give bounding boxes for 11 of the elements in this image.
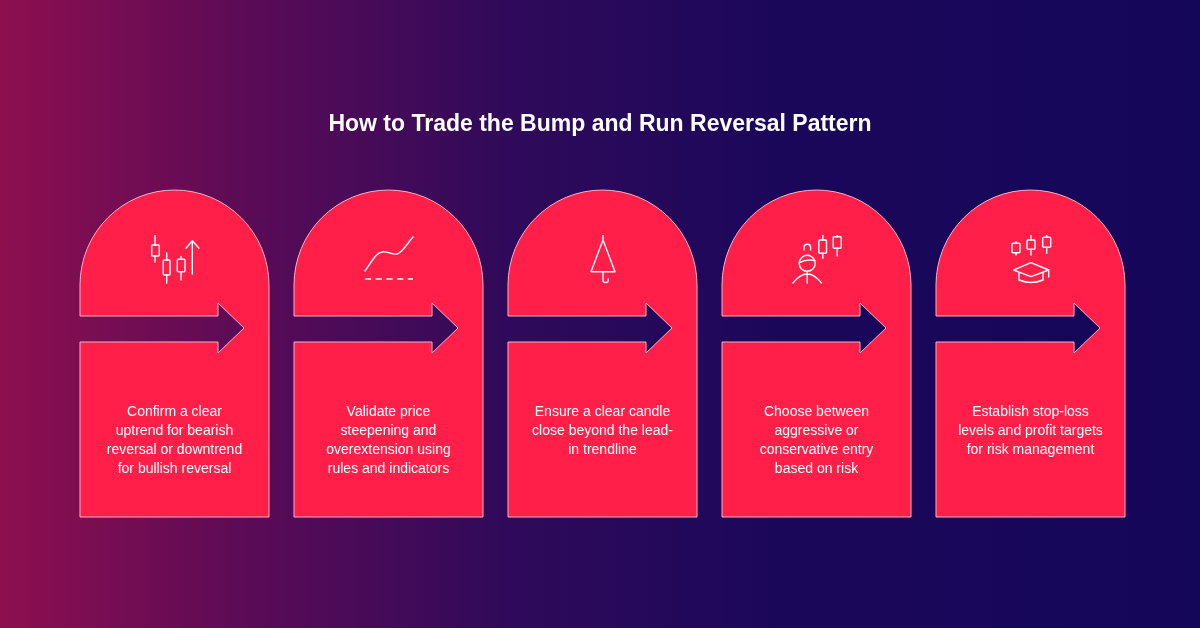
arch-card xyxy=(294,190,483,517)
step-text: Confirm a clear uptrend for bearish reversal or downtrend for bullish reversal xyxy=(105,402,244,478)
title: How to Trade the Bump and Run Reversal Pattern xyxy=(328,109,872,138)
arch-card xyxy=(508,190,697,517)
step-text: Establish stop-loss levels and profit targets for risk management xyxy=(958,402,1103,459)
step-text: Ensure a clear candle close beyond the lead-in trendline xyxy=(531,402,674,459)
arch-card xyxy=(722,190,911,517)
arch-card xyxy=(936,190,1125,517)
arch-card xyxy=(80,190,269,517)
step-text: Validate price steepening and overextension using rules and indicators xyxy=(325,402,452,478)
step-text: Choose between aggressive or conservative entry based on risk xyxy=(758,402,875,478)
